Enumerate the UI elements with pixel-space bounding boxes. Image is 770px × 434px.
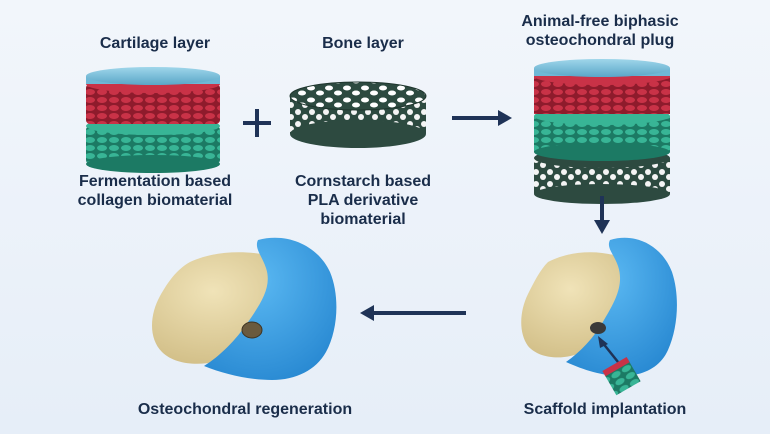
bone-material-description: Cornstarch based PLA derivative biomater… xyxy=(294,173,432,228)
bone-layer-title: Bone layer xyxy=(322,35,404,52)
plug-title: Animal-free biphasic osteochondral plug xyxy=(521,13,679,49)
knee-regenerated xyxy=(152,237,337,380)
knee-implantation xyxy=(521,237,677,396)
arrow-down-icon xyxy=(594,196,610,234)
arrow-left-icon xyxy=(360,305,466,321)
arrow-right-icon xyxy=(452,110,512,126)
biphasic-plug xyxy=(534,59,670,204)
scaffold-implantation-label: Scaffold implantation xyxy=(523,401,687,418)
bone-layer-scaffold xyxy=(289,81,427,148)
cartilage-layer-scaffold xyxy=(86,67,220,173)
osteochondral-regeneration-label: Osteochondral regeneration xyxy=(137,401,353,418)
cartilage-layer-title: Cartilage layer xyxy=(99,35,211,52)
plus-icon xyxy=(243,109,271,137)
cartilage-material-description: Fermentation based collagen biomaterial xyxy=(77,173,233,209)
